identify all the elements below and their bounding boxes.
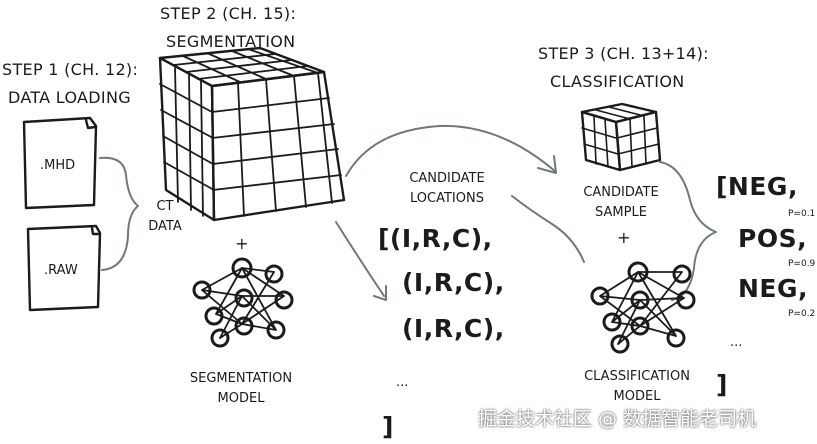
mhd-file-label: .MHD xyxy=(40,158,76,173)
plus-sign-classification: + xyxy=(617,228,631,247)
raw-file-icon xyxy=(26,224,102,312)
candidate-location-item: (I,R,C), xyxy=(402,314,505,343)
candidate-locations-ellipsis: ... xyxy=(396,375,409,390)
candidate-sample-label-line1: CANDIDATE xyxy=(583,185,659,200)
ct-data-label-line2: DATA xyxy=(148,219,182,234)
result-label: NEG, xyxy=(738,274,809,303)
results-ellipsis: ... xyxy=(730,335,743,350)
candidate-to-sample-connector xyxy=(511,195,585,263)
candidate-locations-close-bracket: ] xyxy=(382,412,394,441)
candidate-location-item: (I,R,C), xyxy=(402,268,505,297)
plus-sign-segmentation: + xyxy=(235,234,249,253)
classification-to-results-connector xyxy=(659,161,717,301)
arrow-to-candidates xyxy=(335,221,385,297)
candidate-locations-line2: LOCATIONS xyxy=(410,191,484,206)
watermark-text: 掘金技术社区 @ 数据智能老司机 xyxy=(478,408,757,430)
mhd-file-icon xyxy=(22,116,98,210)
result-label: [NEG, xyxy=(716,172,798,201)
classification-network-icon xyxy=(590,261,696,354)
step2-title-line1: STEP 2 (CH. 15): xyxy=(160,4,297,23)
files-to-ct-connector xyxy=(99,156,139,271)
classification-model-label-line1: CLASSIFICATION xyxy=(584,369,690,384)
candidate-locations-line1: CANDIDATE xyxy=(409,171,485,186)
segmentation-model-label-line2: MODEL xyxy=(217,391,265,406)
arrow-to-step3 xyxy=(345,124,557,177)
raw-file-label: .RAW xyxy=(44,263,78,278)
step3-title-line1: STEP 3 (CH. 13+14): xyxy=(538,44,709,63)
step3-title-line2: CLASSIFICATION xyxy=(550,72,685,91)
result-probability: P=0.2 xyxy=(788,309,816,319)
candidate-sample-label-line2: SAMPLE xyxy=(595,205,647,220)
segmentation-model-label-line1: SEGMENTATION xyxy=(189,371,293,386)
candidate-cube-icon xyxy=(580,102,662,172)
results-close-bracket: ] xyxy=(716,370,728,399)
result-label: POS, xyxy=(738,224,808,253)
step1-title-line1: STEP 1 (CH. 12): xyxy=(2,60,139,79)
candidate-location-item: [(I,R,C), xyxy=(378,224,493,253)
ct-cube-icon xyxy=(158,46,346,222)
ct-data-label-line1: CT xyxy=(156,199,174,214)
result-probability: P=0.9 xyxy=(788,259,816,269)
step1-title-line2: DATA LOADING xyxy=(8,88,131,107)
result-probability: P=0.1 xyxy=(788,209,816,219)
segmentation-network-icon xyxy=(192,257,294,348)
step2-title-line2: SEGMENTATION xyxy=(166,32,296,51)
classification-model-label-line2: MODEL xyxy=(613,389,661,404)
